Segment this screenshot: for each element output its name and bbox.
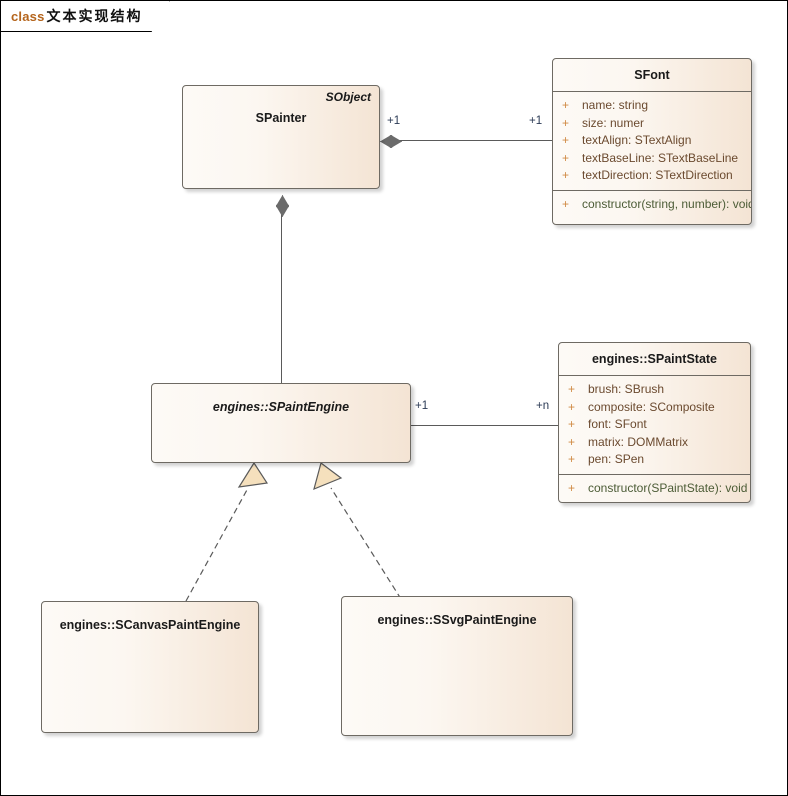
realization-line-svg <box>330 487 402 600</box>
realization-arrowhead-svg <box>313 461 343 491</box>
connector-engine-state <box>410 425 559 426</box>
frame-keyword: class <box>11 8 45 24</box>
attribute-text: name: string <box>582 98 649 112</box>
attribute-text: textAlign: STextAlign <box>582 133 692 147</box>
visibility-marker: + <box>568 417 576 431</box>
attribute-text: composite: SComposite <box>588 399 715 414</box>
realization-arrowhead-canvas <box>237 461 269 488</box>
visibility-marker: + <box>562 196 570 211</box>
visibility-marker: + <box>568 399 576 414</box>
attribute-row: + size: numer <box>553 115 751 133</box>
attribute-text: size: numer <box>582 115 645 130</box>
method-text: constructor(SPaintState): void <box>588 480 748 495</box>
attribute-text: brush: SBrush <box>588 382 665 396</box>
methods-section-sfont: + constructor(string, number): void <box>553 189 751 219</box>
attribute-row: + name: string <box>553 97 751 115</box>
class-title-spaintengine: engines::SPaintEngine <box>212 400 350 414</box>
multiplicity-painter-font-source: +1 <box>387 115 401 127</box>
visibility-marker: + <box>568 480 576 495</box>
class-box-sfont[interactable]: SFont + name: string + size: numer + tex… <box>552 58 752 225</box>
method-text: constructor(string, number): void <box>582 196 752 211</box>
visibility-marker: + <box>562 115 570 130</box>
multiplicity-engine-state-target: +n <box>536 400 550 412</box>
connector-painter-font <box>391 140 559 141</box>
attribute-text: textBaseLine: STextBaseLine <box>582 150 739 165</box>
attributes-section-spaintstate: + brush: SBrush + composite: SComposite … <box>559 376 750 474</box>
class-title-spaintstate: engines::SPaintState <box>559 343 750 376</box>
attribute-row: + textAlign: STextAlign <box>553 132 751 150</box>
class-box-spaintengine[interactable]: engines::SPaintEngine <box>151 383 411 463</box>
class-title-ssvgpaintengine: engines::SSvgPaintEngine <box>377 613 537 627</box>
class-box-ssvgpaintengine[interactable]: engines::SSvgPaintEngine <box>341 596 573 736</box>
attribute-row: + composite: SComposite <box>559 399 750 417</box>
attributes-section-sfont: + name: string + size: numer + textAlign… <box>553 92 751 190</box>
class-title-spainter: SObject SPainter <box>183 86 379 134</box>
attribute-row: + pen: SPen <box>559 451 750 469</box>
visibility-marker: + <box>562 168 570 182</box>
class-name-spainter: SPainter <box>255 111 307 125</box>
composition-diamond-painter-font <box>380 135 402 148</box>
visibility-marker: + <box>562 133 570 147</box>
method-row: + constructor(SPaintState): void <box>559 480 750 498</box>
realization-line-canvas <box>185 487 249 602</box>
frame-title: 文本实现结构 <box>46 8 143 24</box>
multiplicity-engine-state-source: +1 <box>415 400 429 412</box>
visibility-marker: + <box>568 382 576 396</box>
attribute-text: textDirection: STextDirection <box>582 168 733 182</box>
attribute-row: + matrix: DOMMatrix <box>559 434 750 452</box>
class-box-spaintstate[interactable]: engines::SPaintState + brush: SBrush + c… <box>558 342 751 503</box>
class-box-scanvaspaintengine[interactable]: engines::SCanvasPaintEngine <box>41 601 259 733</box>
visibility-marker: + <box>562 150 570 165</box>
class-box-spainter[interactable]: SObject SPainter <box>182 85 380 189</box>
attribute-row: + brush: SBrush <box>559 381 750 399</box>
connector-painter-engine <box>281 209 282 384</box>
method-row: + constructor(string, number): void <box>553 196 751 214</box>
methods-section-spaintstate: + constructor(SPaintState): void <box>559 473 750 503</box>
attribute-text: pen: SPen <box>588 452 645 466</box>
visibility-marker: + <box>568 452 576 466</box>
class-title-scanvaspaintengine: engines::SCanvasPaintEngine <box>59 618 241 632</box>
attribute-row: + textBaseLine: STextBaseLine <box>553 150 751 168</box>
multiplicity-painter-font-target: +1 <box>529 115 543 127</box>
attribute-text: matrix: DOMMatrix <box>588 434 688 449</box>
composition-diamond-painter-engine <box>276 195 289 217</box>
class-title-sfont: SFont <box>553 59 751 92</box>
attribute-row: + textDirection: STextDirection <box>553 167 751 185</box>
class-stereotype-spainter: SObject <box>325 90 371 104</box>
attribute-row: + font: SFont <box>559 416 750 434</box>
diagram-frame-tab: class 文本实现结构 <box>1 1 170 32</box>
attribute-text: font: SFont <box>588 417 647 431</box>
visibility-marker: + <box>562 98 570 112</box>
visibility-marker: + <box>568 434 576 449</box>
